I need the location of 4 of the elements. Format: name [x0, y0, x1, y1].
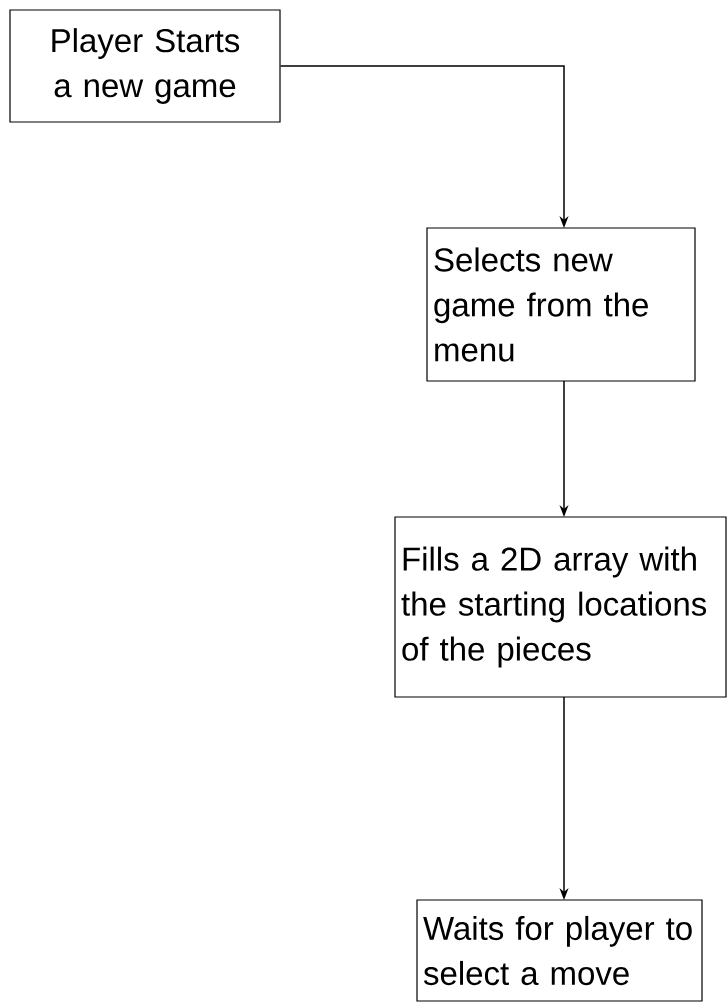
process-box: Waits for player to select a move: [416, 899, 703, 1002]
process-box: Fills a 2D array with the starting locations of the pieces: [394, 516, 727, 698]
process-box: Player Starts a new game: [9, 9, 281, 123]
process-box: Selects new game from the menu: [426, 227, 696, 382]
